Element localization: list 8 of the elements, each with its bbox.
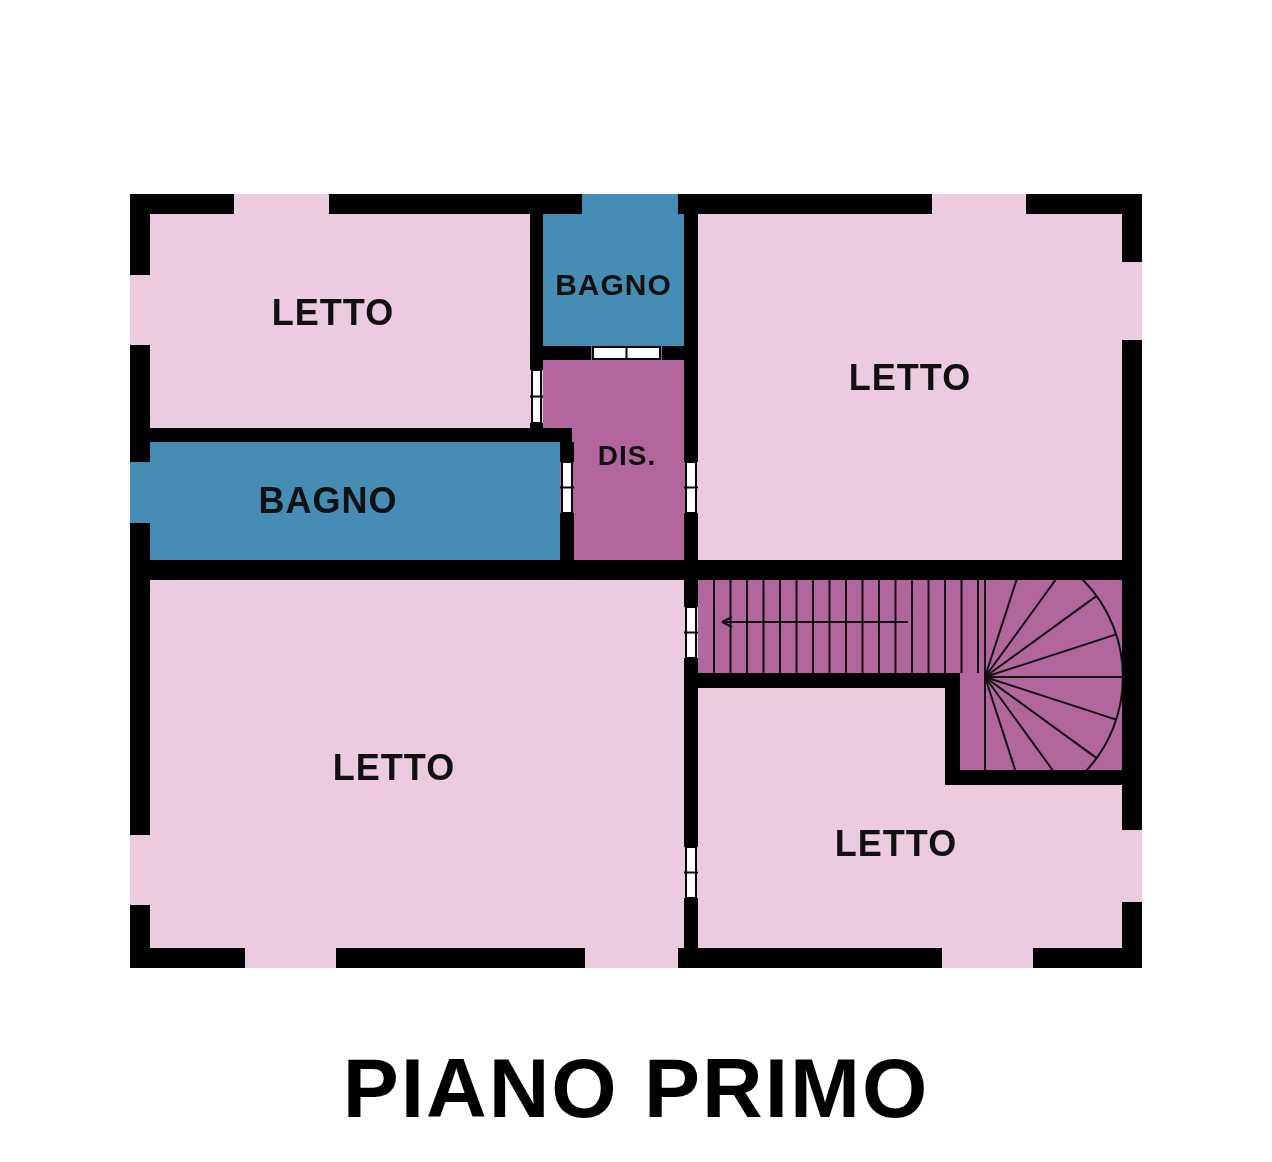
- plan-title: PIANO PRIMO: [341, 1040, 931, 1137]
- room-label: DIS.: [597, 440, 657, 472]
- room-label: BAGNO: [555, 268, 672, 302]
- room-label: LETTO: [848, 357, 972, 399]
- room-label: LETTO: [271, 292, 395, 334]
- room-label: BAGNO: [258, 480, 398, 522]
- room-label: LETTO: [834, 822, 958, 865]
- room-label: LETTO: [332, 747, 456, 789]
